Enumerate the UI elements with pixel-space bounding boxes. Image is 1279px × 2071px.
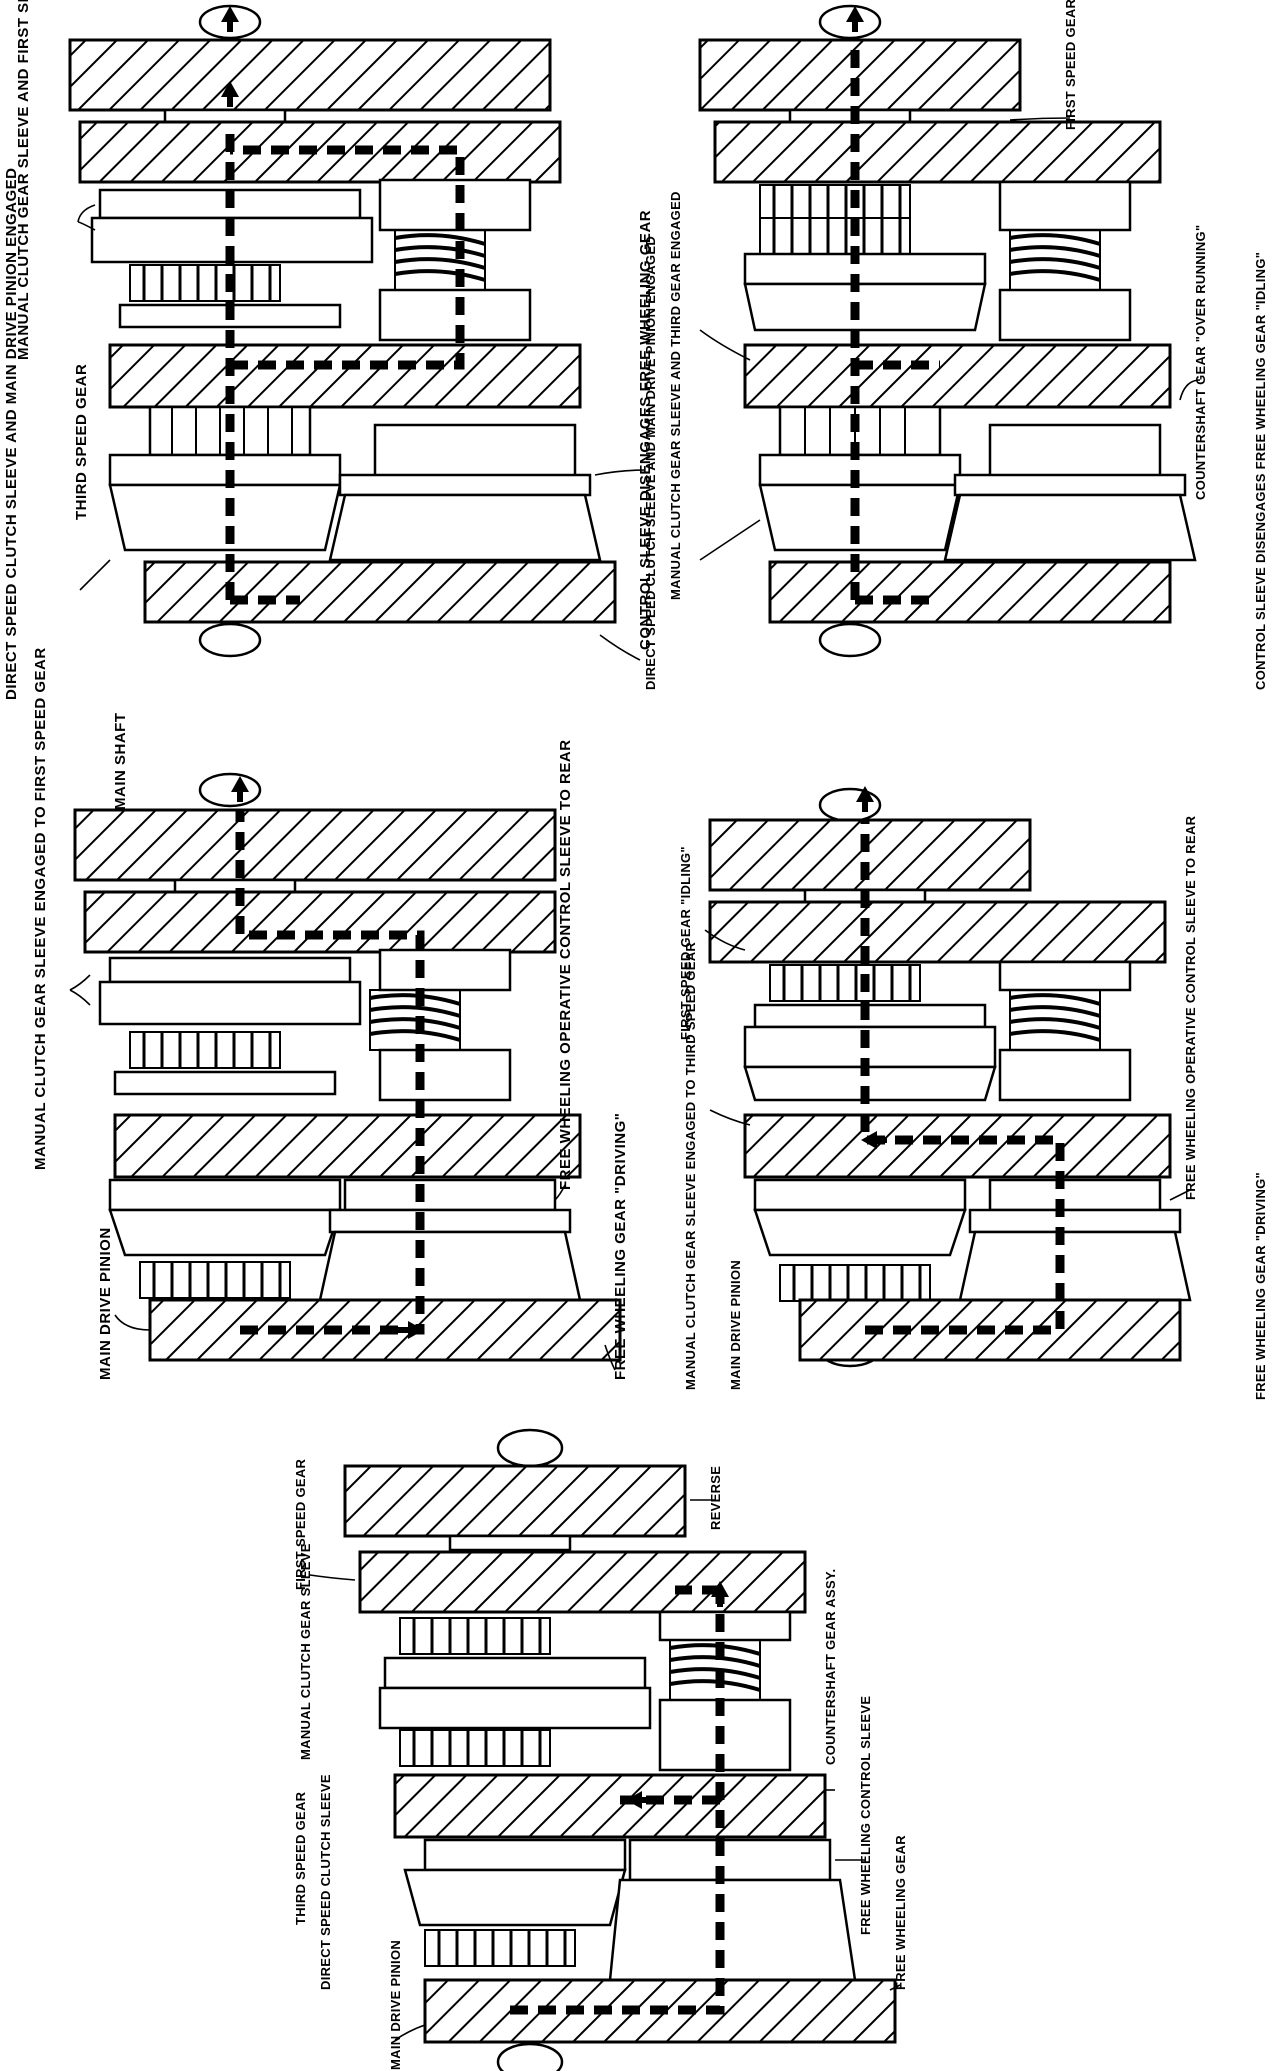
label-main-drive-pinion: MAIN DRIVE PINION	[97, 1227, 114, 1380]
label-freewheel-operative-2: FREE WHEELING OPERATIVE CONTROL SLEEVE T…	[1183, 815, 1198, 1200]
label-fw-gear: FREE WHEELING GEAR	[893, 1835, 908, 1990]
label-third-speed-gear-2: THIRD SPEED GEAR	[293, 1791, 308, 1925]
label-control-sleeve-disengages: CONTROL SLEEVE DISENGAGES FREE WHEELING …	[637, 210, 654, 650]
label-countershaft-overrunning: COUNTERSHAFT GEAR "OVER RUNNING"	[1193, 225, 1208, 500]
label-main-shaft: MAIN SHAFT	[112, 713, 129, 811]
label-reverse: REVERSE	[708, 1466, 723, 1530]
panel-reverse: FIRST SPEED GEAR REVERSE MANUAL CLUTCH G…	[293, 1428, 908, 2071]
label-manual-clutch-sleeve: MANUAL CLUTCH GEAR SLEEVE	[298, 1543, 313, 1760]
label-manual-first-engaged: MANUAL CLUTCH GEAR SLEEVE ENGAGED TO FIR…	[32, 647, 49, 1170]
panel-third-speed: FIRST SPEED GEAR "IDLING" MANUAL CLUTCH …	[643, 0, 1268, 690]
label-main-drive-pinion-3: MAIN DRIVE PINION	[388, 1940, 403, 2070]
label-freewheel-driving-2: FREE WHEELING GEAR "DRIVING"	[1253, 1172, 1268, 1400]
panel-first-speed: MANUAL CLUTCH GEAR SLEEVE ENGAGED TO FIR…	[32, 647, 629, 1380]
label-freewheel-idling: CONTROL SLEEVE DISENGAGES FREE WHEELING …	[1253, 252, 1268, 690]
label-manual-first: MANUAL CLUTCH GEAR SLEEVE AND FIRST SPEE…	[15, 0, 32, 360]
panel-direct-speed: MANUAL CLUTCH GEAR SLEEVE AND FIRST SPEE…	[3, 0, 654, 700]
label-manual-third-engaged: MANUAL CLUTCH GEAR SLEEVE AND THIRD GEAR…	[668, 191, 683, 600]
panel-second-speed: FIRST SPEED GEAR "IDLING" MANUAL CLUTCH …	[678, 786, 1268, 1400]
label-first-speed-idling-2: FIRST SPEED GEAR "IDLING"	[678, 846, 693, 1040]
label-countershaft-assy: COUNTERSHAFT GEAR ASSY.	[823, 1569, 838, 1765]
label-direct-speed-engaged: DIRECT SPEED CLUTCH SLEEVE AND MAIN DRIV…	[3, 168, 20, 701]
label-main-drive-pinion-2: MAIN DRIVE PINION	[728, 1260, 743, 1390]
label-fw-control-sleeve: FREE WHEELING CONTROL SLEEVE	[858, 1696, 873, 1935]
label-manual-third-engaged-2: MANUAL CLUTCH GEAR SLEEVE ENGAGED TO THI…	[683, 942, 698, 1390]
label-freewheel-driving: FREE WHEELING GEAR "DRIVING"	[612, 1113, 629, 1380]
label-direct-speed-sleeve: DIRECT SPEED CLUTCH SLEEVE	[318, 1774, 333, 1990]
label-direct-engaged: DIRECT SPEED CLUTCH SLEEVE AND MAIN DRIV…	[643, 236, 658, 690]
label-freewheel-operative: FREE WHEELING OPERATIVE CONTROL SLEEVE T…	[557, 739, 574, 1190]
label-first-speed-gear: FIRST SPEED GEAR	[293, 1458, 308, 1590]
label-first-speed-idling: FIRST SPEED GEAR "IDLING"	[1063, 0, 1078, 130]
label-third-speed-gear: THIRD SPEED GEAR	[73, 364, 90, 520]
